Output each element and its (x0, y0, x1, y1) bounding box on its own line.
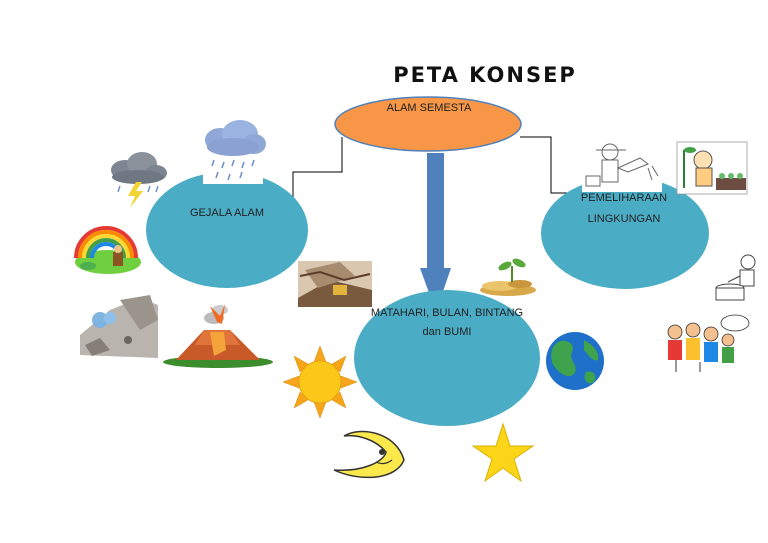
center-node-label-line2: dan BUMI (422, 326, 472, 338)
children-group-icon (662, 314, 750, 376)
rainbow-icon (74, 226, 141, 274)
down-arrow (420, 153, 451, 312)
root-oval (334, 96, 522, 152)
connector-root-right (520, 136, 585, 197)
farmer-seedlings-icon (676, 141, 748, 195)
volcano-icon (163, 304, 273, 368)
earth-icon (546, 332, 604, 390)
sun-icon (282, 345, 358, 419)
child-washing-icon (715, 254, 756, 301)
page-title: PETA KONSEP (393, 63, 577, 87)
right-oval (541, 177, 709, 289)
landslide-icon (80, 295, 158, 358)
plant-coins-icon (480, 258, 536, 296)
left-oval (146, 172, 308, 288)
left-node-label: GEJALA ALAM (190, 207, 264, 219)
moon-icon (333, 430, 405, 479)
right-node-label-line2: LINGKUNGAN (587, 213, 661, 225)
center-node-label-line1: MATAHARI, BULAN, BINTANG (370, 307, 524, 319)
earthquake-ruins-icon (298, 261, 372, 307)
connector-root-left (289, 137, 343, 210)
root-node-label: ALAM SEMESTA (386, 102, 472, 114)
right-node-label-line1: PEMELIHARAAN (580, 192, 668, 204)
center-oval (354, 290, 540, 426)
rain-cloud-icon (203, 120, 266, 184)
star-icon (471, 422, 535, 483)
storm-cloud-icon (111, 152, 167, 208)
gardener-icon (582, 142, 662, 192)
